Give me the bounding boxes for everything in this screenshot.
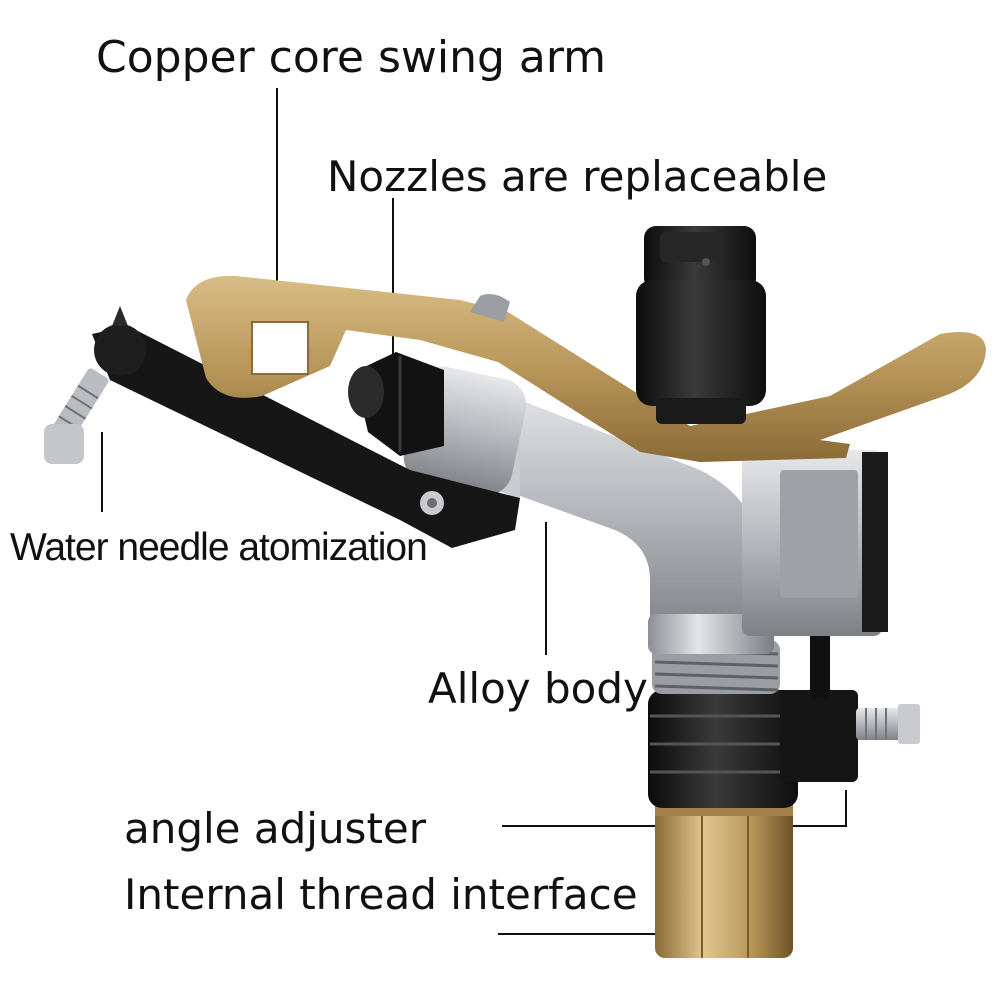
label-thread-interface: Internal thread interface — [124, 870, 638, 919]
label-water-needle: Water needle atomization — [10, 526, 428, 569]
label-nozzles: Nozzles are replaceable — [327, 152, 828, 201]
leader-angle-adjuster — [502, 790, 847, 827]
spreader-arm — [44, 306, 520, 548]
label-angle-adjuster: angle adjuster — [124, 804, 427, 853]
label-swing-arm: Copper core swing arm — [96, 32, 607, 83]
top-bearing-cap — [636, 226, 766, 424]
label-alloy-body: Alloy body — [428, 664, 648, 713]
replaceable-nozzle — [348, 352, 444, 456]
alloy-body — [403, 366, 888, 654]
copper-swing-arm — [186, 275, 986, 462]
angle-adjuster-rings — [648, 636, 920, 808]
brass-base-fitting — [655, 800, 793, 958]
